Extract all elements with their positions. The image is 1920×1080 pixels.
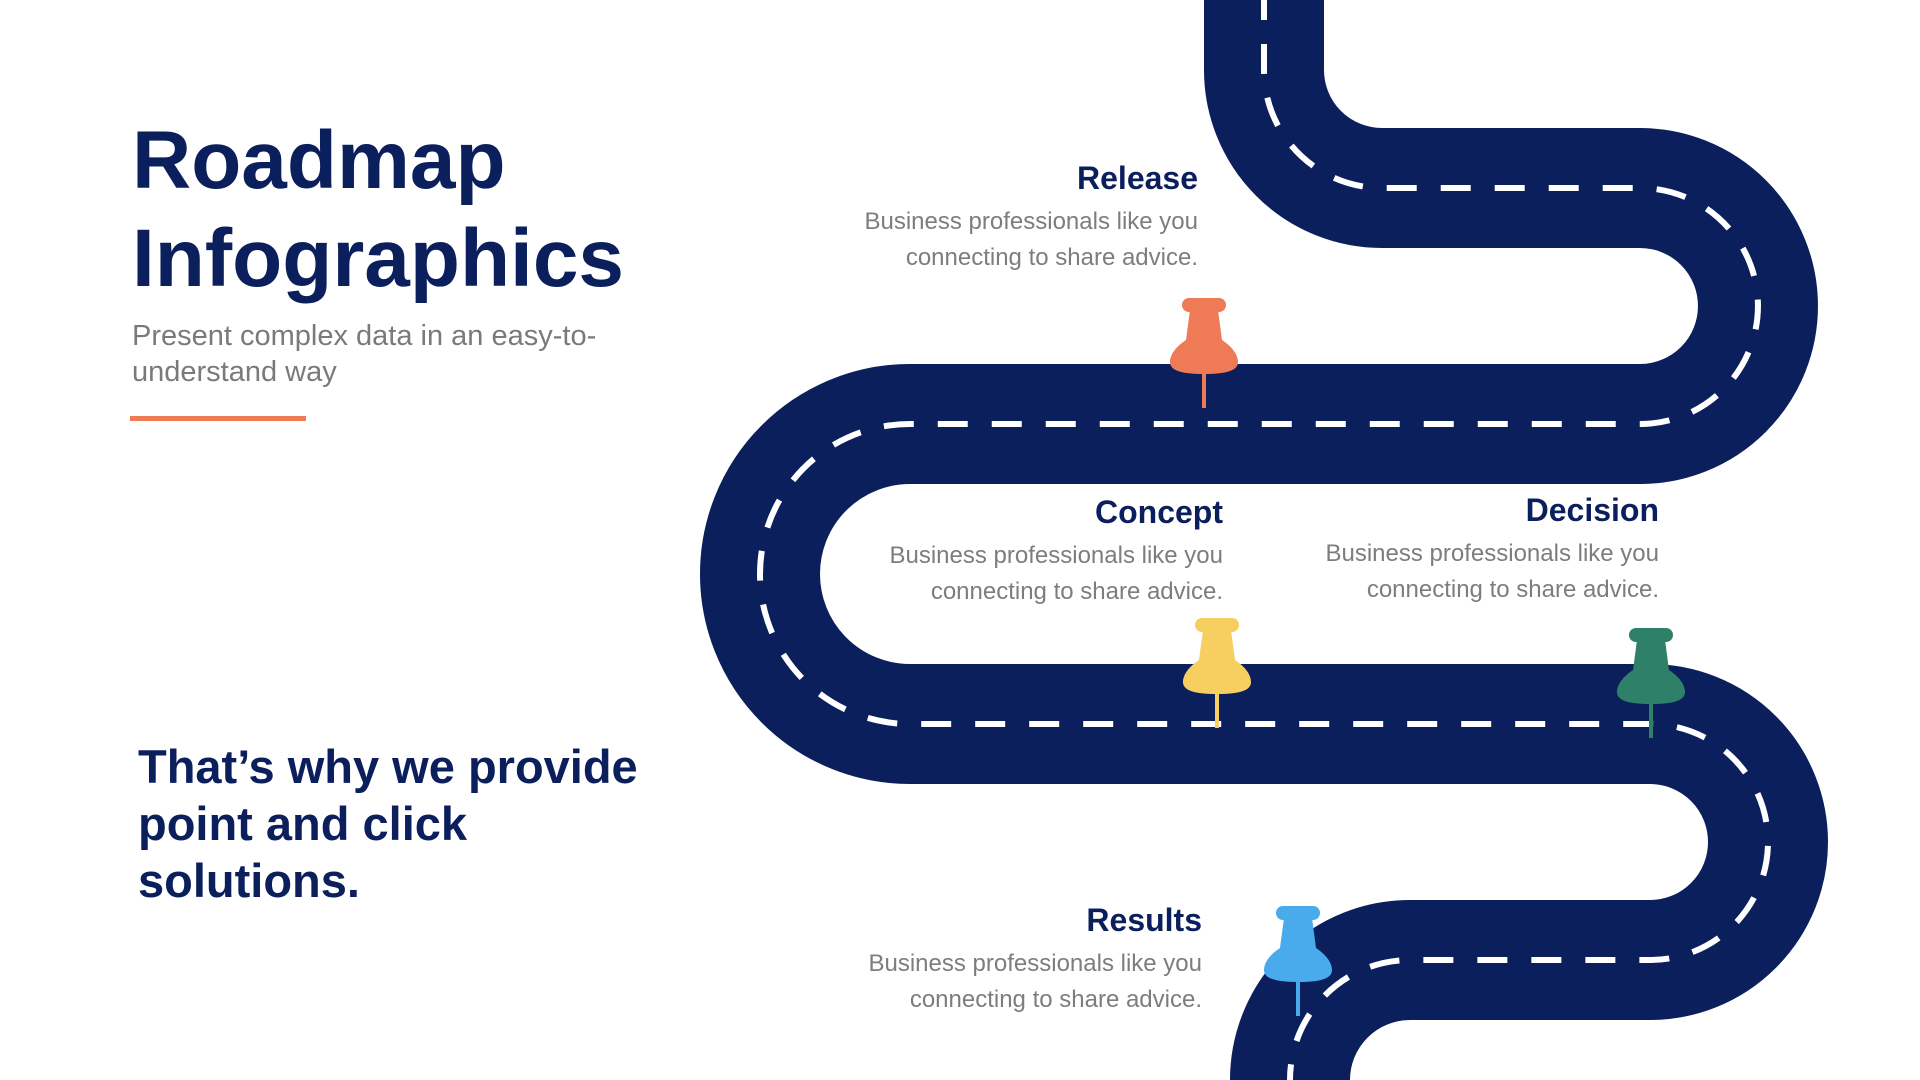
road-lane-dashes	[757, 0, 1771, 1080]
pushpin-icon-results	[1264, 906, 1332, 1016]
pushpin-icon-release	[1170, 298, 1238, 408]
milestone-concept: Concept Business professionals like you …	[783, 492, 1223, 610]
milestone-title: Results	[1086, 902, 1202, 938]
milestone-description: Business professionals like you connecti…	[889, 542, 1223, 605]
pin-body	[1170, 310, 1238, 374]
milestone-decision: Decision Business professionals like you…	[1219, 490, 1659, 608]
pin-head	[1182, 298, 1226, 312]
accent-divider	[130, 416, 306, 421]
milestone-release: Release Business professionals like you …	[758, 158, 1198, 276]
milestone-description: Business professionals like you connecti…	[868, 950, 1202, 1013]
tagline: That’s why we provide point and click so…	[138, 740, 638, 907]
page-subtitle: Present complex data in an easy-to-under…	[132, 320, 597, 388]
milestone-description: Business professionals like you connecti…	[864, 208, 1198, 271]
title-line-2: Infographics	[132, 213, 625, 304]
milestone-title: Decision	[1525, 492, 1659, 528]
title-line-1: Roadmap	[132, 115, 506, 206]
milestone-description: Business professionals like you connecti…	[1325, 540, 1659, 603]
milestone-results: Results Business professionals like you …	[762, 900, 1202, 1018]
pin-needle	[1202, 372, 1206, 408]
milestone-title: Release	[1077, 160, 1198, 196]
pushpin-icon-decision	[1617, 628, 1685, 738]
page-title: Roadmap Infographics	[132, 112, 752, 308]
milestone-title: Concept	[1095, 494, 1223, 530]
pushpin-icon-concept	[1183, 618, 1251, 728]
